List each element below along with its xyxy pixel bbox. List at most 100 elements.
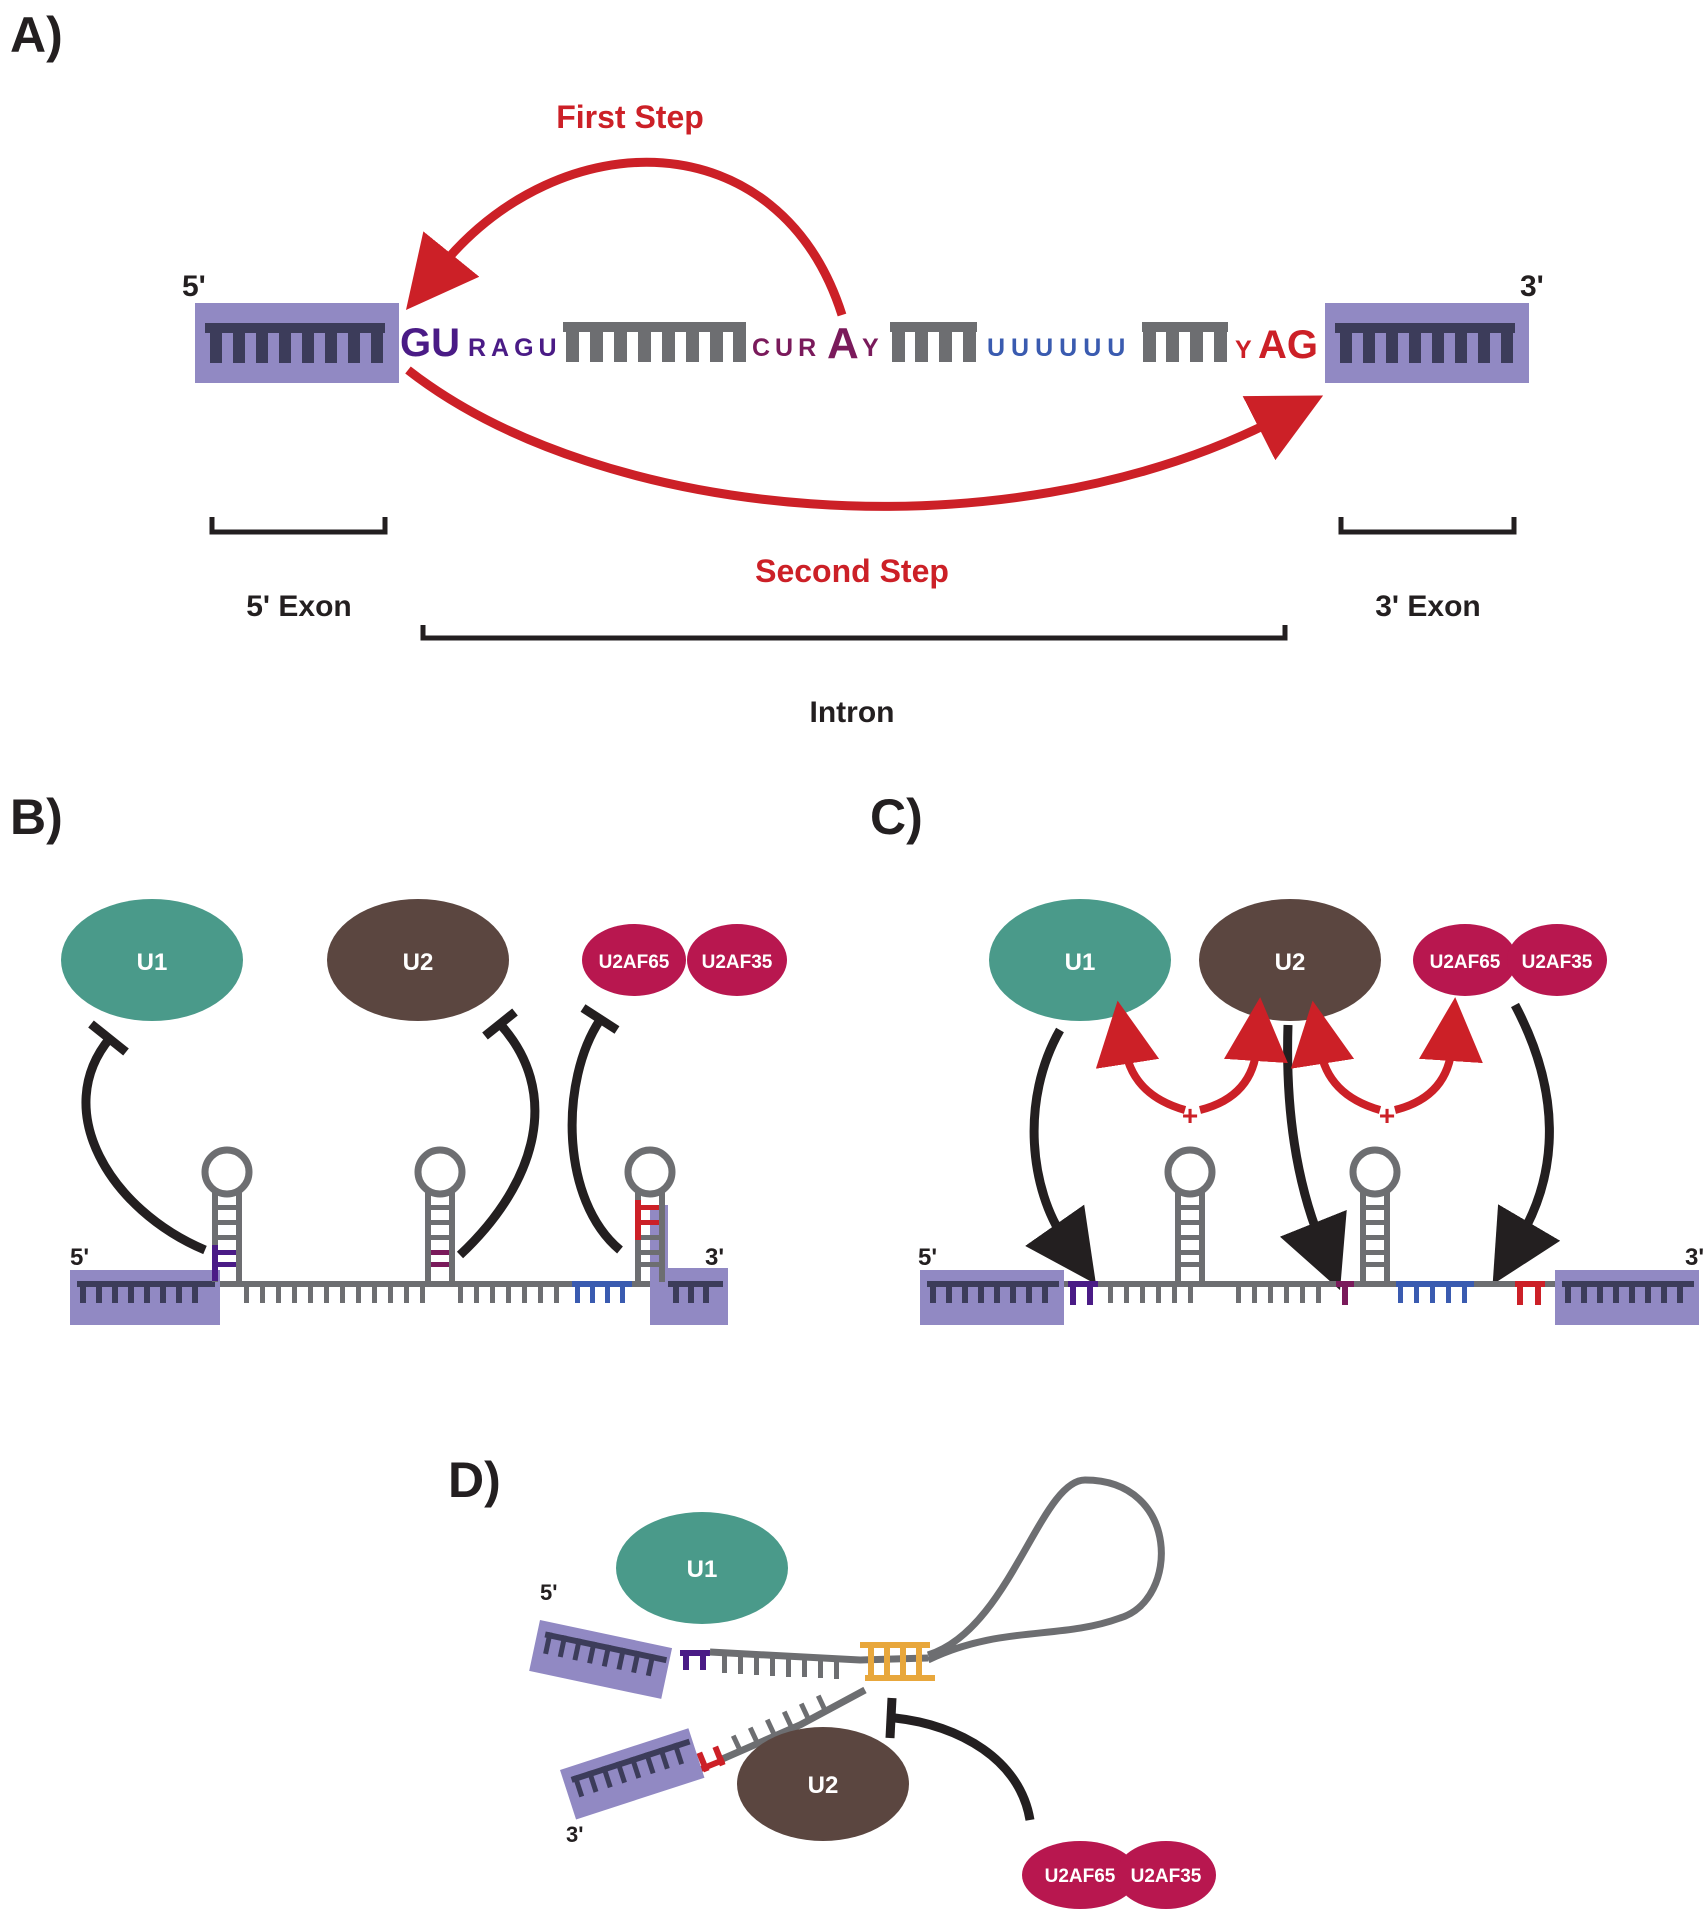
b-intron-teeth [244,1281,559,1303]
c-u1-label: U1 [1065,949,1096,976]
panel-d-label: D) [448,1452,501,1508]
five-prime-exon-teeth [205,323,385,363]
c-coop-arrow-1a [1095,1000,1187,1114]
panel-a: A) First Step Second Step 5' 3' [10,7,1544,729]
c-five-prime-label: 5' [918,1244,937,1271]
c-plus-2: + [1379,1100,1395,1131]
c-coop-arrow-2b [1393,997,1483,1114]
inhibit-u2-arrow [456,1020,540,1259]
d-bottom-exon-group [560,1728,705,1820]
b-hairpin-3 [624,1146,676,1282]
d-u1-snrnp [616,1512,788,1624]
c-backbone [1064,1281,1555,1287]
d-u2af65-label: U2AF65 [1045,1866,1116,1887]
d-inhibit-bar [885,1697,897,1739]
c-u2-snrnp [1199,899,1381,1021]
d-u2af35-label: U2AF35 [1131,1866,1202,1887]
seq-cur: CUR [752,334,821,362]
u2-label: U2 [403,949,434,976]
d-five-splice-site [680,1650,710,1670]
three-exon-bracket [1338,517,1517,535]
d-three-splice-site [696,1745,726,1774]
seq-polyu: UUUUUU [987,334,1131,362]
second-step-arrow [405,366,1324,511]
b-five-prime-label: 5' [70,1244,89,1271]
d-inhibit-arrow [894,1713,1035,1821]
inhibit-u2af-arrow [567,1017,623,1254]
c-coop-arrow-1b [1198,997,1288,1114]
d-three-prime-label: 3' [566,1822,583,1847]
c-five-splice-site [1068,1281,1098,1305]
d-u2af65-protein [1022,1841,1138,1909]
five-exon-bracket [209,517,388,535]
intron-block-1 [563,322,746,362]
panel-b: B) U1 U2 U2AF65 U2AF35 5' 3' [10,789,787,1325]
seq-y1: Y [862,334,879,362]
c-five-exon [920,1270,1064,1325]
three-prime-label: 3' [1520,270,1544,303]
intron-block-3 [1142,322,1228,362]
three-exon-label: 3' Exon [1375,590,1481,623]
b-hairpin-2 [414,1146,466,1282]
c-u2af-recruit-arrow [1492,1002,1561,1285]
c-coop-arrow-2a [1290,1000,1382,1114]
panel-b-label: B) [10,789,63,845]
u1-label: U1 [137,949,168,976]
c-plus-1: + [1182,1100,1198,1131]
c-three-prime-label: 3' [1685,1244,1704,1271]
first-step-arrow [405,157,847,317]
seq-branch-a: A [827,319,859,368]
b-polypyrimidine [572,1281,632,1303]
u2af65-protein [582,924,686,996]
b-five-exon-teeth [77,1281,215,1303]
three-prime-exon-teeth [1335,323,1515,363]
c-u2af35-protein [1507,924,1607,996]
c-intron-teeth [1108,1281,1321,1303]
five-exon-label: 5' Exon [246,590,352,623]
d-branch-helix [860,1642,935,1681]
b-backbone [220,1281,650,1287]
c-five-exon-teeth [927,1281,1059,1303]
c-u1-snrnp [989,899,1171,1021]
b-three-prime-label: 3' [705,1244,724,1271]
inhibit-u2af-bar [580,1004,620,1034]
inhibit-u1-arrow [81,1035,207,1255]
panel-d: D) [448,1452,1216,1909]
c-branch-site [1336,1281,1354,1305]
c-u2-recruit-arrow [1279,1024,1347,1291]
c-polypyrimidine [1396,1281,1474,1303]
c-u1-recruit-arrow [1025,1027,1096,1285]
d-u2af35-protein [1116,1841,1216,1909]
intron-block-2 [890,322,977,362]
u2af35-label: U2AF35 [702,952,773,973]
d-five-prime-label: 5' [540,1580,557,1605]
c-u2af35-label: U2AF35 [1522,952,1593,973]
d-top-strand [529,1620,673,1699]
c-hairpin-2 [1349,1146,1401,1282]
d-intron-loop [926,1476,1165,1664]
inhibit-u1-bar [88,1020,129,1056]
u2af65-label: U2AF65 [599,952,670,973]
five-prime-label: 5' [182,270,206,303]
u2af35-protein [687,924,787,996]
d-u1-label: U1 [687,1556,718,1583]
d-top-teeth [722,1653,839,1679]
c-u2af65-protein [1413,924,1517,996]
seq-y2: Y [1235,336,1252,364]
seq-ragu: RAGU [468,334,562,362]
b-three-exon-teeth [668,1281,723,1303]
five-prime-exon [195,303,399,383]
first-step-label: First Step [556,99,704,135]
three-prime-exon [1325,303,1529,383]
u2-snrnp [327,899,509,1021]
d-u2-snrnp [737,1727,909,1841]
inhibit-u2-bar [482,1008,518,1040]
b-hairpin-1 [201,1146,253,1282]
seq-gu: GU [400,321,460,365]
intron-bracket [420,625,1288,641]
c-three-exon [1555,1270,1699,1325]
c-three-exon-teeth [1562,1281,1694,1303]
c-u2af65-label: U2AF65 [1430,952,1501,973]
second-step-label: Second Step [755,553,949,589]
